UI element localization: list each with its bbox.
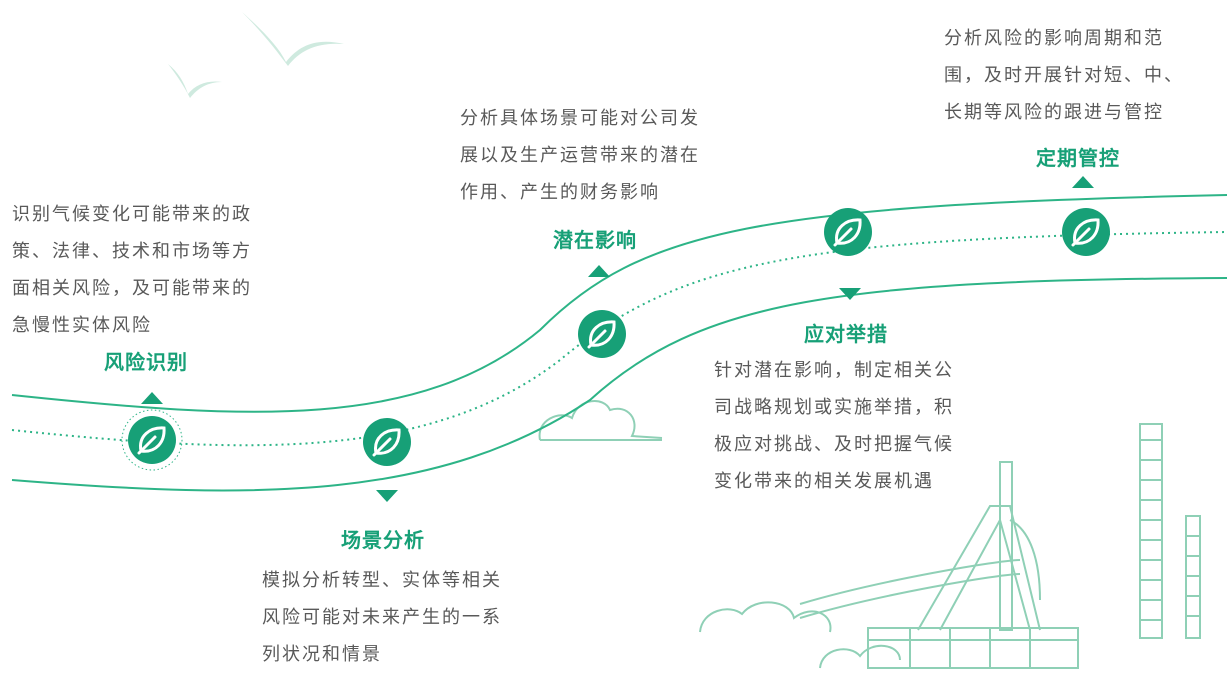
leaf-icon	[587, 320, 616, 349]
triangle-up-icon	[588, 265, 610, 277]
bird-illustration	[168, 12, 344, 98]
step-regular-control-description: 分析风险的影响周期和范 围，及时开展针对短、中、 长期等风险的跟进与管控	[944, 28, 1184, 123]
step-regular-control-title: 定期管控	[1036, 146, 1120, 170]
triangle-up-icon	[141, 392, 163, 404]
step-potential-impact-title: 潜在影响	[553, 228, 637, 252]
step-risk-identification-title: 风险识别	[104, 350, 188, 374]
triangle-down-icon	[376, 490, 398, 502]
leaf-icon	[137, 426, 166, 455]
step-scenario-analysis-description: 模拟分析转型、实体等相关 风险可能对未来产生的一系 列状况和情景	[262, 570, 502, 665]
road-lower-edge	[11, 277, 1227, 492]
flow-road	[11, 194, 1227, 492]
node-response-measures	[824, 208, 872, 256]
node-risk-identification	[121, 409, 183, 471]
triangle-down-icon	[839, 288, 861, 300]
step-response-measures-title: 应对举措	[804, 322, 888, 346]
leaf-icon	[833, 218, 862, 247]
step-response-measures-description: 针对潜在影响，制定相关公 司战略规划或实施举措，积 极应对挑战、及时把握气候 变…	[714, 360, 954, 492]
node-potential-impact	[578, 310, 626, 358]
step-potential-impact-description: 分析具体场景可能对公司发 展以及生产运营带来的潜在 作用、产生的财务影响	[460, 108, 700, 203]
node-scenario-analysis	[363, 418, 411, 466]
step-risk-identification-description: 识别气候变化可能带来的政 策、法律、技术和市场等方 面相关风险，及可能带来的 急…	[12, 204, 252, 336]
factory-illustration	[538, 400, 1201, 669]
road-upper-edge	[11, 194, 1227, 413]
leaf-icon	[372, 428, 401, 457]
node-regular-control	[1062, 208, 1110, 256]
step-scenario-analysis-title: 场景分析	[341, 528, 425, 552]
leaf-icon	[1071, 218, 1100, 247]
triangle-up-icon	[1072, 176, 1094, 188]
road-center-line	[11, 231, 1227, 447]
